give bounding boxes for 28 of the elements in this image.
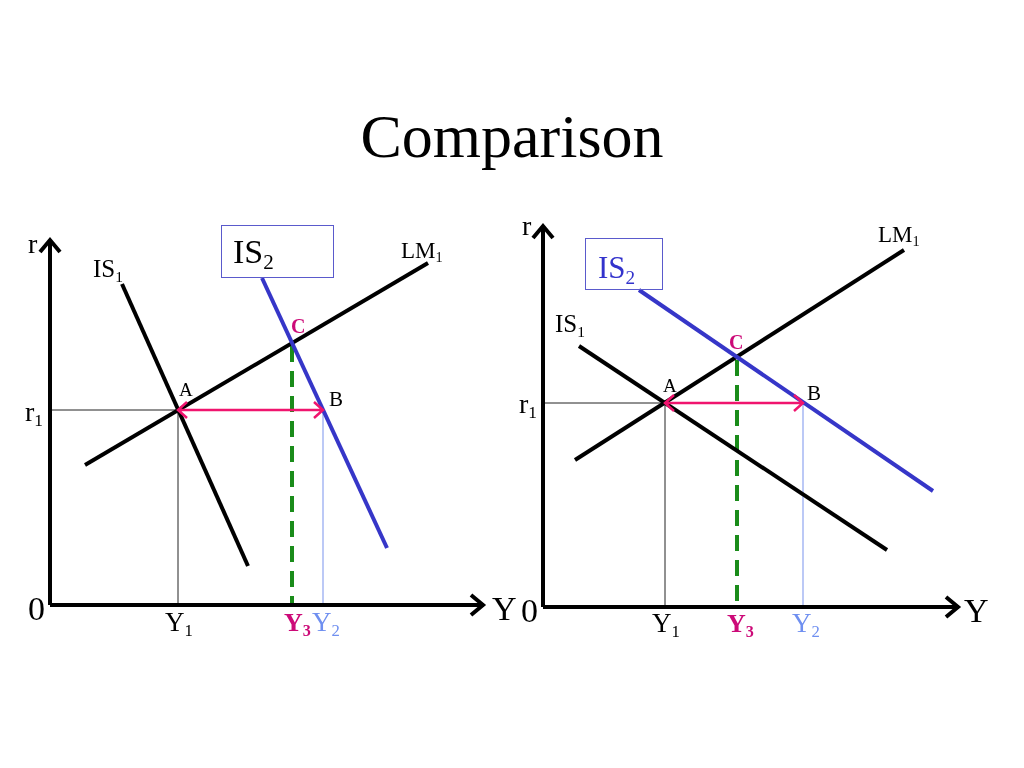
label-box [585,238,663,290]
curve-label: LM$_{1}$ [401,238,443,262]
axis-label: r [28,229,38,258]
curve-label: IS$_{2}$ [233,235,274,269]
curve-label: IS$_{1}$ [555,311,585,337]
origin-label: 0 [28,591,45,626]
tick-label: Y$_{2}$ [312,609,340,637]
origin-label: 0 [521,593,538,628]
label-box [221,225,334,278]
tick-label: Y$_{3}$ [727,611,754,638]
tick-label: Y$_{3}$ [284,610,311,637]
point-label: B [329,389,343,411]
curve-label: IS$_{2}$ [598,252,636,283]
tick-label: r$_{1}$ [519,389,537,418]
point-label: C [729,332,744,353]
tick-label: Y$_{1}$ [165,609,193,637]
tick-label: r$_{1}$ [25,397,43,426]
axis-label: Y [964,593,989,628]
point-label: A [179,380,193,400]
axis-label: r [522,211,532,240]
axis-label: Y [492,591,517,626]
curve-label: LM$_{1}$ [878,222,920,246]
tick-label: Y$_{1}$ [652,610,680,638]
point-label: C [291,316,306,337]
curve-label: IS$_{1}$ [93,256,123,282]
tick-label: Y$_{2}$ [792,610,820,638]
point-label: B [807,383,821,405]
point-label: A [663,376,677,396]
